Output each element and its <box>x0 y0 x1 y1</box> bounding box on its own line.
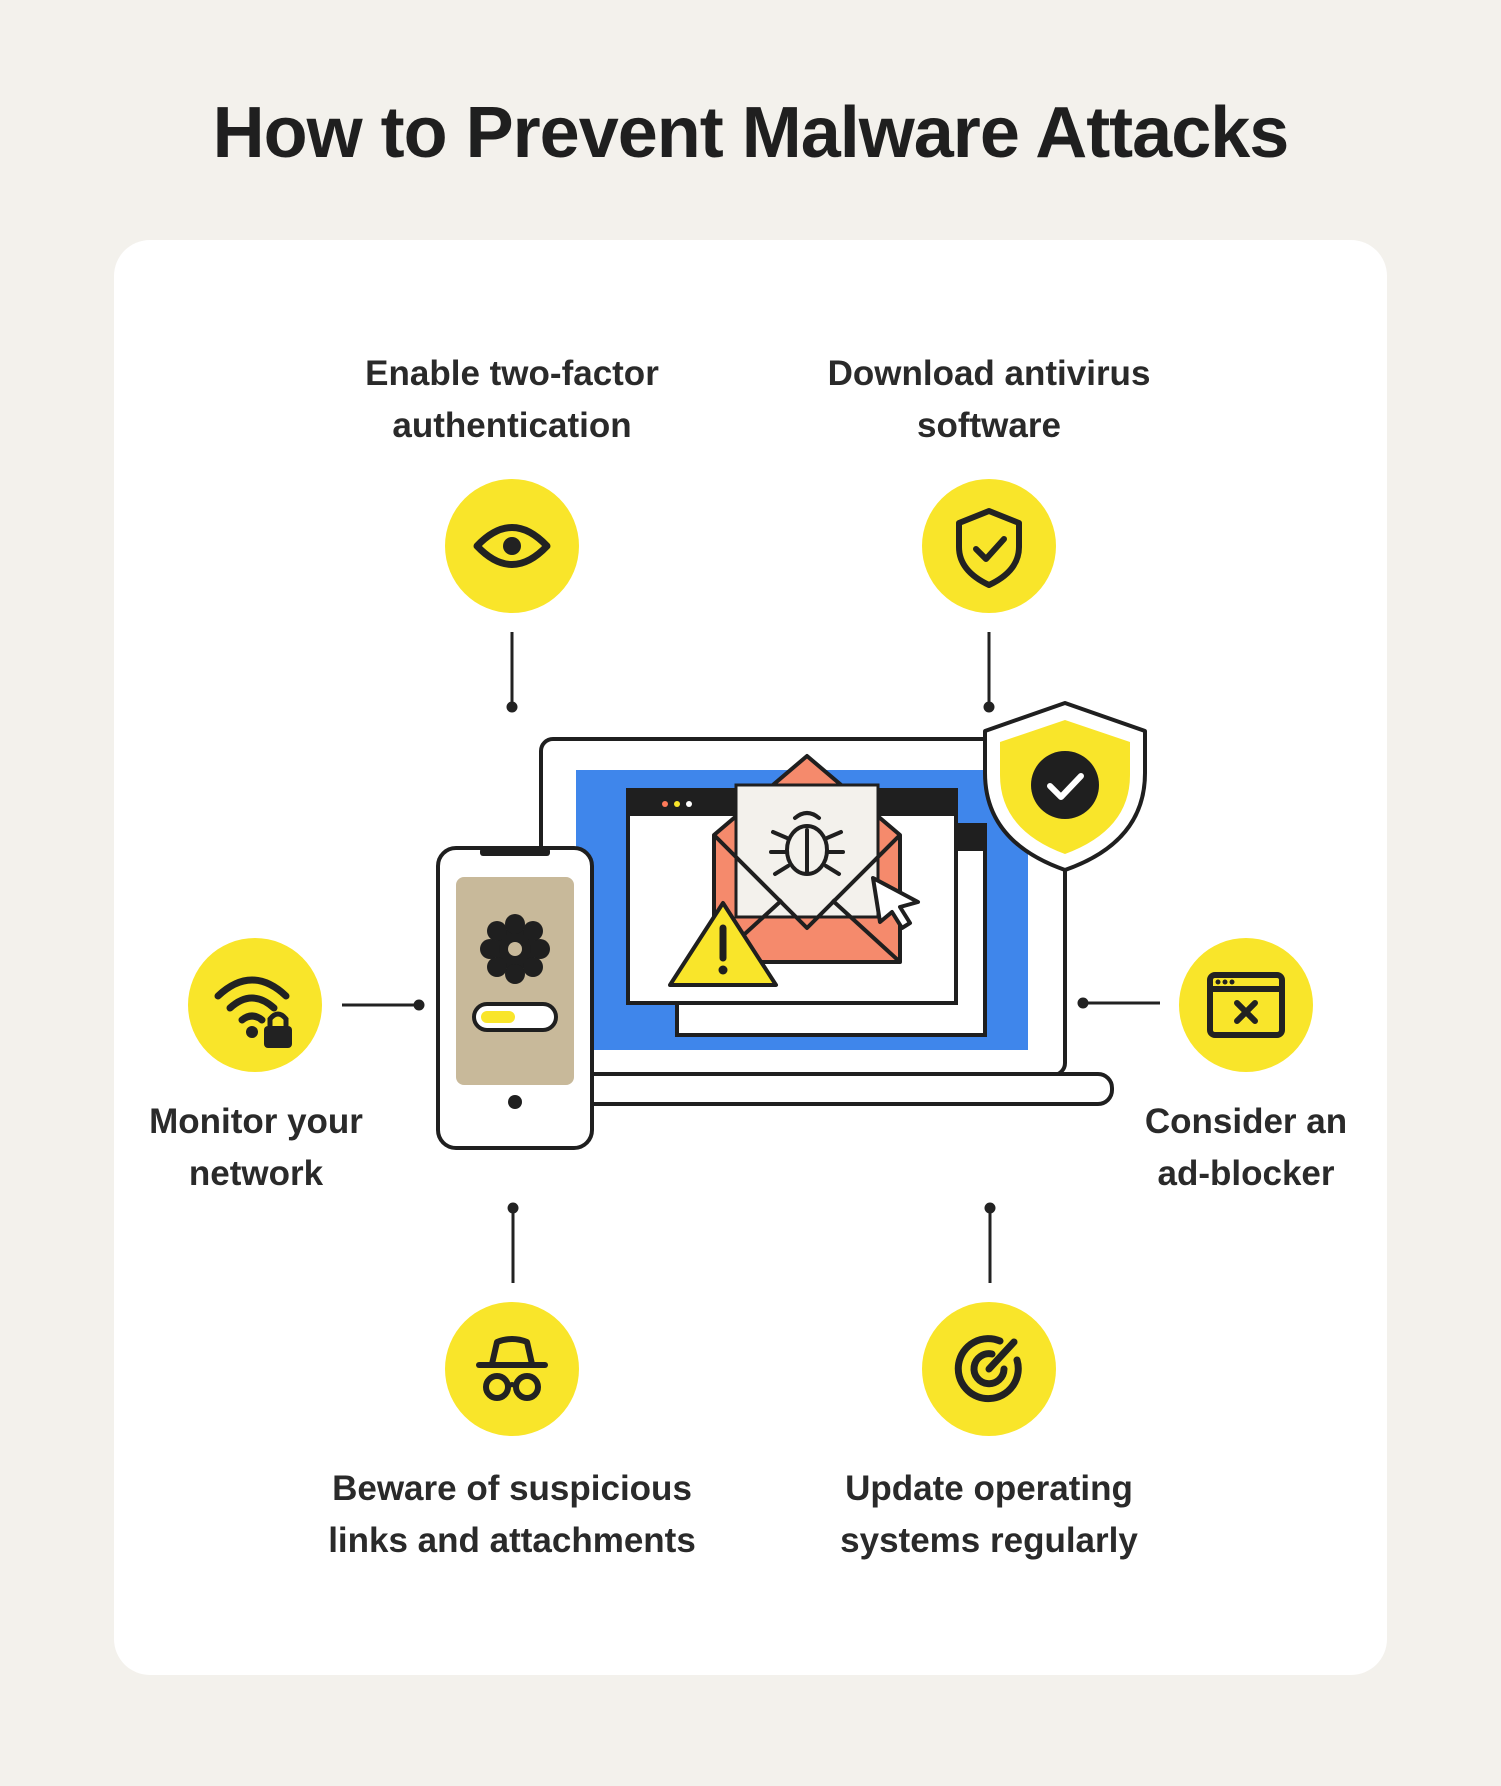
tip-label-antivirus: Download antivirus software <box>827 354 1151 445</box>
tip-label-ad-blocker: Consider an ad-blocker <box>1144 1102 1348 1193</box>
tip-label-update-os: Update operating systems regularly <box>840 1469 1138 1560</box>
cursor-icon <box>871 876 920 930</box>
browser-close-icon <box>1207 972 1285 1038</box>
tip-label-monitor-network: Monitor your network <box>149 1102 363 1193</box>
tip-node-antivirus <box>922 479 1056 613</box>
tip-node-two-factor <box>445 479 579 613</box>
tip-node-update-os <box>922 1302 1056 1436</box>
refresh-target-icon <box>954 1335 1022 1403</box>
shield-check-icon <box>956 508 1022 588</box>
eye-icon <box>473 524 551 568</box>
tip-label-suspicious-links: Beware of suspicious links and attachmen… <box>328 1469 696 1560</box>
page-title: How to Prevent Malware Attacks <box>212 93 1290 173</box>
gear-icon <box>480 914 550 984</box>
tip-node-ad-blocker <box>1179 938 1313 1072</box>
tip-node-monitor-network <box>188 938 322 1072</box>
spy-hat-glasses-icon <box>476 1336 548 1401</box>
wifi-lock-icon <box>214 976 292 1048</box>
warning-icon <box>668 901 778 987</box>
tip-node-suspicious-links <box>445 1302 579 1436</box>
bug-icon <box>769 811 845 876</box>
smartphone <box>436 846 594 1150</box>
tip-label-two-factor: Enable two-factor authentication <box>365 354 659 445</box>
shield-badge <box>983 701 1147 872</box>
